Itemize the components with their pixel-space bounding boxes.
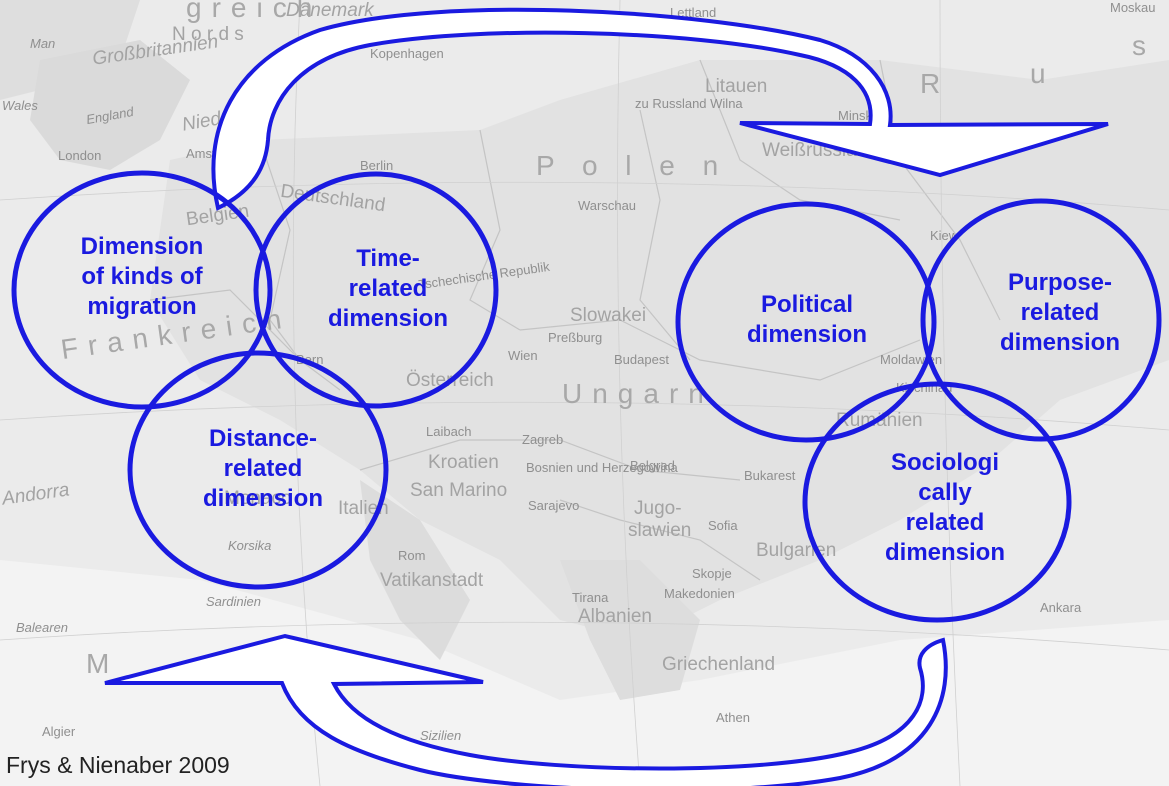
map-label: Laibach [426,424,472,439]
label-line: Dimension [80,233,204,260]
circle-sociologically-related [802,381,1072,623]
circle-time-related [253,171,499,409]
label-sociologically-related: Sociologi cally related dimension [850,448,1040,568]
map-label: Sarajevo [528,498,580,513]
label-line: dimension [327,305,448,332]
circle-distance-related [127,350,389,590]
label-line: dimension [999,329,1120,356]
map-label: Albanien [578,606,652,627]
map-label: u [1030,58,1056,89]
label-political: Political dimension [722,290,892,350]
circle-kinds-of-migration [11,170,273,410]
circle-political [675,201,937,443]
top-cycle-arrow [211,7,1109,211]
map-land-region [30,40,190,170]
map-label: R [920,68,951,99]
map-label: Minsk [838,108,872,123]
dimension-circles [11,170,1162,623]
label-time-related: Time- related dimension [298,244,478,334]
label-line: related [348,275,428,302]
citation-text: Frys & Nienaber 2009 [6,752,230,778]
map-label: Slowakei [570,305,647,326]
label-distance-related: Distance- related dimension [168,424,358,514]
label-line: related [905,509,985,536]
map-label: Algier [42,724,76,739]
map-label: Griechenland [662,654,776,675]
map-label: Vatikanstadt [380,570,484,591]
label-line: Sociologi [891,449,999,476]
map-label: Man [30,36,56,51]
map-label: Kroatien [428,452,499,473]
map-label: Litauen [705,76,768,97]
circle-purpose-related [920,198,1162,442]
label-line: Time- [356,245,420,272]
map-label: Kopenhagen [370,46,444,61]
map-label: Jugo- [634,498,682,519]
map-label: Sizilien [420,728,462,743]
map-label: Wien [508,348,538,363]
map-label: Monaco [224,488,292,509]
map-label: zu Russland Wilna [635,96,743,111]
label-line: dimension [202,485,323,512]
map-label: Moskau [1110,0,1156,15]
map-label: Sofia [708,518,738,533]
map-label: s [1132,30,1156,61]
bottom-cycle-arrow [104,633,948,786]
label-line: dimension [746,321,867,348]
label-line: Distance- [208,425,318,452]
label-line: Political [760,291,854,318]
label-kinds-of-migration: Dimension of kinds of migration [42,232,242,322]
label-line: related [1020,299,1100,326]
map-label: Zagreb [522,432,564,447]
map-label: Preßburg [548,330,603,345]
map-label: Belgrad [630,458,675,473]
map-land-region [360,480,470,660]
map-label: N o r d s [172,24,244,45]
map-label: London [58,148,102,163]
map-label: slawien [628,520,692,541]
label-purpose-related: Purpose- related dimension [960,268,1160,358]
map-label: Makedonien [664,586,735,601]
map-label: P o l e n [536,150,729,181]
map-label: Bosnien und Herzegowina [526,460,678,475]
map-label: Wales [2,98,38,113]
map-label: Sardinien [206,594,261,609]
map-label: Berlin [360,158,394,173]
map-label: Athen [716,710,750,725]
map-label: Tirana [572,590,609,605]
map-label: M [86,648,120,679]
label-line: dimension [884,539,1005,566]
map-label: greich [186,0,323,23]
map-label: Ungarn [562,378,714,409]
map-label: Bukarest [744,468,796,483]
map-label: Warschau [578,198,637,213]
map-sea-region [0,0,140,100]
map-label: Balearen [16,620,69,635]
label-line: of kinds of [81,263,203,290]
label-line: migration [87,293,197,320]
map-label: Budapest [614,352,669,367]
map-label: Ankara [1040,600,1082,615]
label-line: Purpose- [1007,269,1112,296]
map-label: Korsika [228,538,272,553]
map-label: Rom [398,548,426,563]
map-label: San Marino [410,480,508,501]
label-line: cally [918,479,972,506]
map-land-region [150,60,1169,640]
map-label: Skopje [692,566,732,581]
map-label: Dänemark [286,0,374,21]
label-line: related [223,455,303,482]
map-sea-region [0,560,1169,786]
